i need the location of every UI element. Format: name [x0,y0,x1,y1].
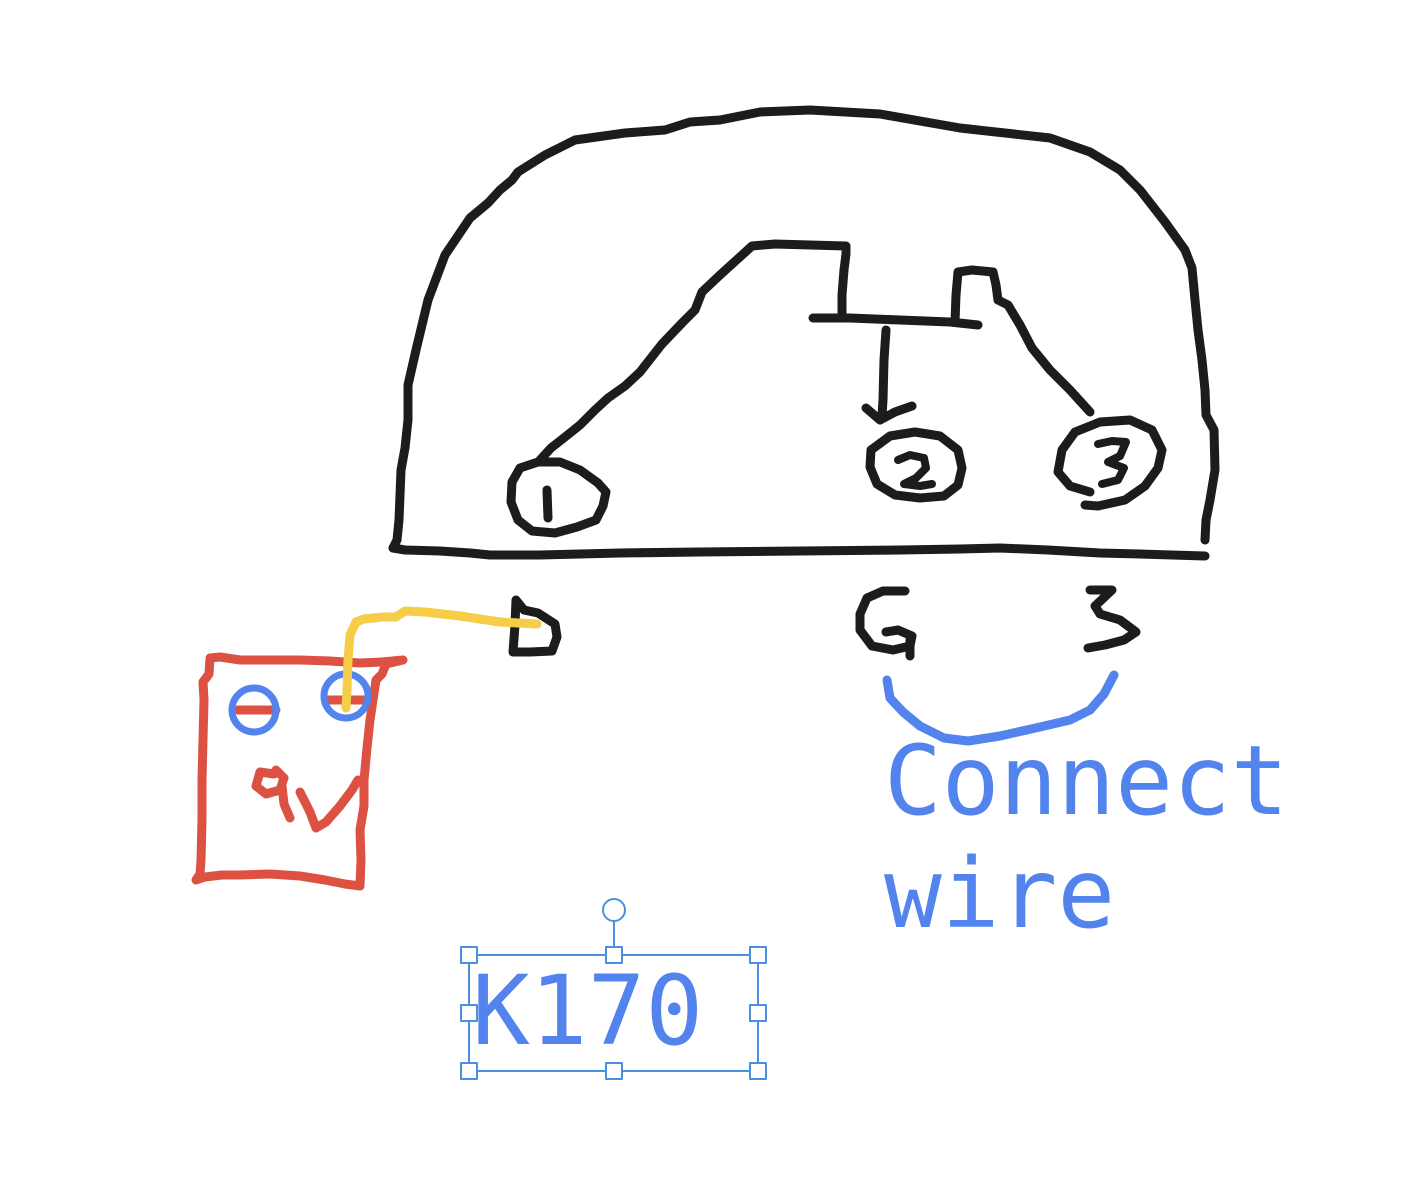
wire-gate-to-source[interactable] [882,670,1119,746]
resize-handle-bottom-center[interactable] [605,1062,623,1080]
battery-negative-terminal[interactable] [228,684,280,736]
pin-g-letter[interactable] [855,586,917,661]
battery-outline [191,652,408,891]
relay-base-line[interactable] [388,543,1210,561]
note-connect-wire-line2[interactable]: wire [884,838,1116,950]
pin-s-letter[interactable] [1083,585,1141,653]
relay-wire-1[interactable] [535,239,851,465]
resize-handle-top-center[interactable] [605,946,623,964]
terminal-2-circle [865,427,967,503]
battery-label-v [295,775,363,833]
resize-handle-middle-left[interactable] [460,1004,478,1022]
resize-handle-top-right[interactable] [749,946,767,964]
rotation-handle[interactable] [602,898,626,922]
relay-body-outline[interactable] [388,105,1220,553]
resize-handle-top-left[interactable] [460,946,478,964]
resize-handle-bottom-left[interactable] [460,1062,478,1080]
terminal-2[interactable] [865,427,967,503]
relay-switch-post[interactable] [950,265,1095,417]
terminal-3-number [1094,437,1130,488]
terminal-1-circle [506,457,611,538]
terminal-1[interactable] [506,457,611,538]
text-box-selection-frame[interactable] [460,898,767,1080]
resize-handle-middle-right[interactable] [749,1004,767,1022]
wire-battery-to-drain[interactable] [341,606,542,713]
note-connect-wire-line1[interactable]: Connect [884,725,1289,837]
battery-9v[interactable] [191,652,408,891]
relay-common-arrow[interactable] [861,325,917,425]
pin-d-letter[interactable] [508,595,562,657]
terminal-1-number [542,485,553,523]
terminal-3[interactable] [1053,415,1167,511]
text-box-k170[interactable]: K170 [472,955,704,1067]
resize-handle-bottom-right[interactable] [749,1062,767,1080]
terminal-3-circle [1053,415,1167,511]
battery-label-9 [251,765,295,823]
terminal-2-number [894,451,936,490]
